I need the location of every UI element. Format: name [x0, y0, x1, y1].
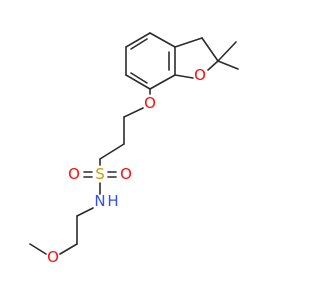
amine-hydrogen-label: H	[107, 192, 118, 210]
amine-nitrogen-label: N	[94, 192, 105, 210]
atom-labels: O O S O O N H O	[47, 66, 206, 266]
bond-ch2-ch2-b	[99, 143, 125, 160]
bonds	[29, 32, 239, 255]
methoxy-oxygen-label: O	[47, 248, 59, 266]
bond-c2-methyl-b	[217, 60, 239, 70]
bond-c4-c5-inner	[130, 38, 148, 50]
bond-c2-methyl-a	[217, 41, 237, 62]
bond-c7-c7a	[149, 74, 176, 90]
bond-n-ch2	[76, 207, 94, 217]
bond-c2-o1	[207, 60, 219, 71]
bond-c3a-c3	[174, 37, 203, 48]
bond-ch2-omethoxy	[59, 243, 78, 255]
bond-c3a-c4	[149, 32, 176, 48]
bond-omethoxy-ch3	[29, 243, 47, 255]
bond-o1-c7a	[174, 74, 194, 79]
molecule-diagram: O O S O O N H O	[29, 32, 239, 266]
ring-oxygen-label: O	[194, 66, 206, 84]
sulfonyl-oxygen-right-label: O	[120, 165, 132, 183]
bond-c3-c2	[201, 37, 219, 62]
bond-oether-ch2	[123, 107, 144, 118]
bond-c6-c7	[125, 74, 151, 90]
sulfonyl-oxygen-left-label: O	[68, 165, 80, 183]
sulfur-label: S	[95, 165, 105, 183]
bond-c6-c7-inner	[130, 72, 148, 84]
ether-oxygen-label: O	[144, 94, 156, 112]
bond-c4-c5	[125, 32, 151, 48]
